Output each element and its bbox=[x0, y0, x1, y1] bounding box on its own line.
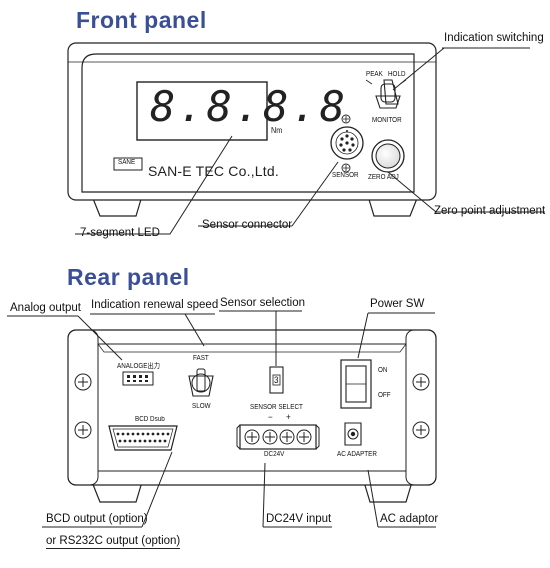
brand-text: SAN-E TEC Co.,Ltd. bbox=[148, 163, 279, 179]
selector-value: 3 bbox=[274, 375, 279, 385]
switch-hold-label: HOLD bbox=[388, 71, 406, 78]
led-window bbox=[136, 81, 268, 141]
callout-renewal-speed: Indication renewal speed bbox=[91, 299, 219, 311]
callout-dc24v-input: DC24V input bbox=[266, 513, 332, 525]
indication-switch-lever bbox=[383, 79, 399, 105]
front-leaders bbox=[75, 47, 545, 235]
analog-label: ANALOGE出力 bbox=[117, 363, 161, 370]
minus-sign: − bbox=[268, 412, 273, 422]
callout-indication-switching: Indication switching bbox=[444, 32, 544, 44]
power-switch bbox=[340, 359, 372, 409]
rear-device bbox=[67, 329, 437, 503]
callout-power-sw: Power SW bbox=[370, 298, 425, 310]
ac-adapter-jack bbox=[344, 422, 362, 446]
callout-analog-output: Analog output bbox=[10, 302, 81, 314]
rear-leaders bbox=[7, 310, 436, 528]
switch-peak-label: PEAK bbox=[366, 71, 383, 78]
zero-adj-label: ZERO ADJ bbox=[368, 174, 399, 181]
logo-box bbox=[113, 157, 143, 171]
callout-sensor-connector: Sensor connector bbox=[202, 219, 293, 231]
bcd-dsub-label: BCD Dsub bbox=[135, 416, 165, 423]
switch-monitor-label: MONITOR bbox=[372, 117, 402, 124]
fast-label: FAST bbox=[193, 355, 209, 362]
callout-sensor-selection: Sensor selection bbox=[220, 297, 306, 309]
unit-label: Nm bbox=[271, 126, 283, 135]
bcd-dsub-connector bbox=[108, 425, 178, 451]
renewal-speed-lever bbox=[196, 368, 206, 392]
slow-label: SLOW bbox=[192, 403, 211, 410]
callout-zero-point: Zero point adjustment bbox=[434, 205, 546, 217]
sensor-select-label: SENSOR SELECT bbox=[250, 404, 303, 411]
callout-ac-adaptor: AC adaptor bbox=[380, 513, 439, 525]
analog-output-connector bbox=[122, 371, 154, 386]
seven-segment-display: 8.8.8.8 bbox=[150, 82, 349, 131]
on-label: ON bbox=[378, 367, 388, 374]
callout-rs232c-output: or RS232C output (option) bbox=[46, 535, 181, 549]
callout-seven-segment: 7-segment LED bbox=[80, 227, 160, 239]
dc24v-terminal-block bbox=[239, 424, 317, 450]
indication-switch-base bbox=[375, 95, 401, 109]
callout-bcd-output: BCD output (option) bbox=[46, 513, 148, 525]
sensor-connector bbox=[330, 126, 364, 160]
off-label: OFF bbox=[378, 392, 391, 399]
plus-sign: + bbox=[286, 412, 291, 422]
sensor-selector bbox=[269, 366, 284, 394]
logo-text: SANE bbox=[118, 159, 136, 166]
dc24v-label: DC24V bbox=[264, 451, 285, 458]
sensor-label: SENSOR bbox=[332, 172, 359, 179]
rear-panel-title: Rear panel bbox=[63, 264, 196, 291]
front-panel-title: Front panel bbox=[72, 7, 213, 34]
ac-adapter-label: AC ADAPTER bbox=[337, 451, 377, 458]
front-device bbox=[67, 42, 437, 217]
